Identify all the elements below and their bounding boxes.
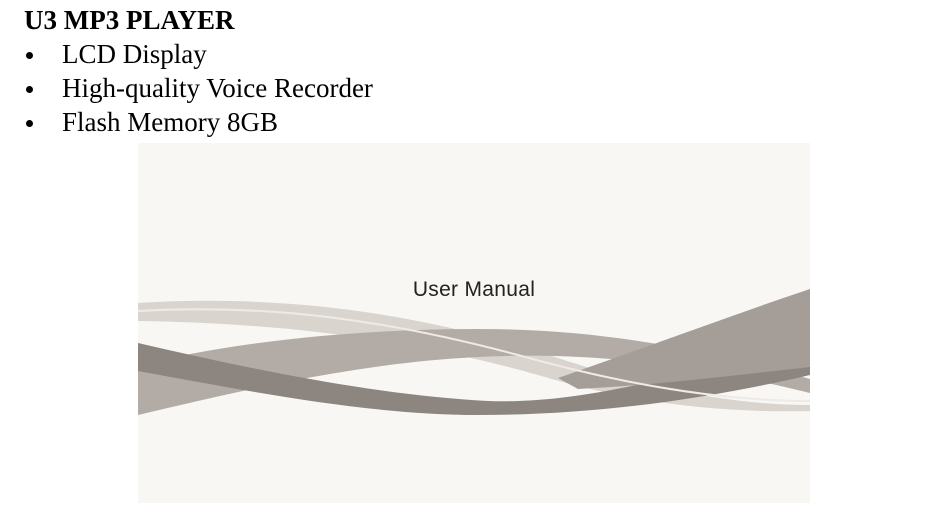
wave-graphic	[138, 289, 810, 415]
user-manual-cover-image: User Manual	[138, 143, 810, 503]
bullet-icon	[26, 86, 33, 93]
bullet-icon	[26, 120, 33, 127]
wave-strand-highlight	[138, 308, 810, 402]
bullet-icon	[26, 52, 33, 59]
cover-title: User Manual	[412, 278, 536, 301]
feature-label: LCD Display	[62, 39, 207, 69]
wave-band-right	[558, 289, 810, 389]
document-title: U3 MP3 PLAYER	[24, 5, 235, 35]
wave-band-dark	[138, 339, 810, 415]
feature-label: Flash Memory 8GB	[62, 107, 278, 137]
feature-label: High-quality Voice Recorder	[62, 73, 373, 103]
